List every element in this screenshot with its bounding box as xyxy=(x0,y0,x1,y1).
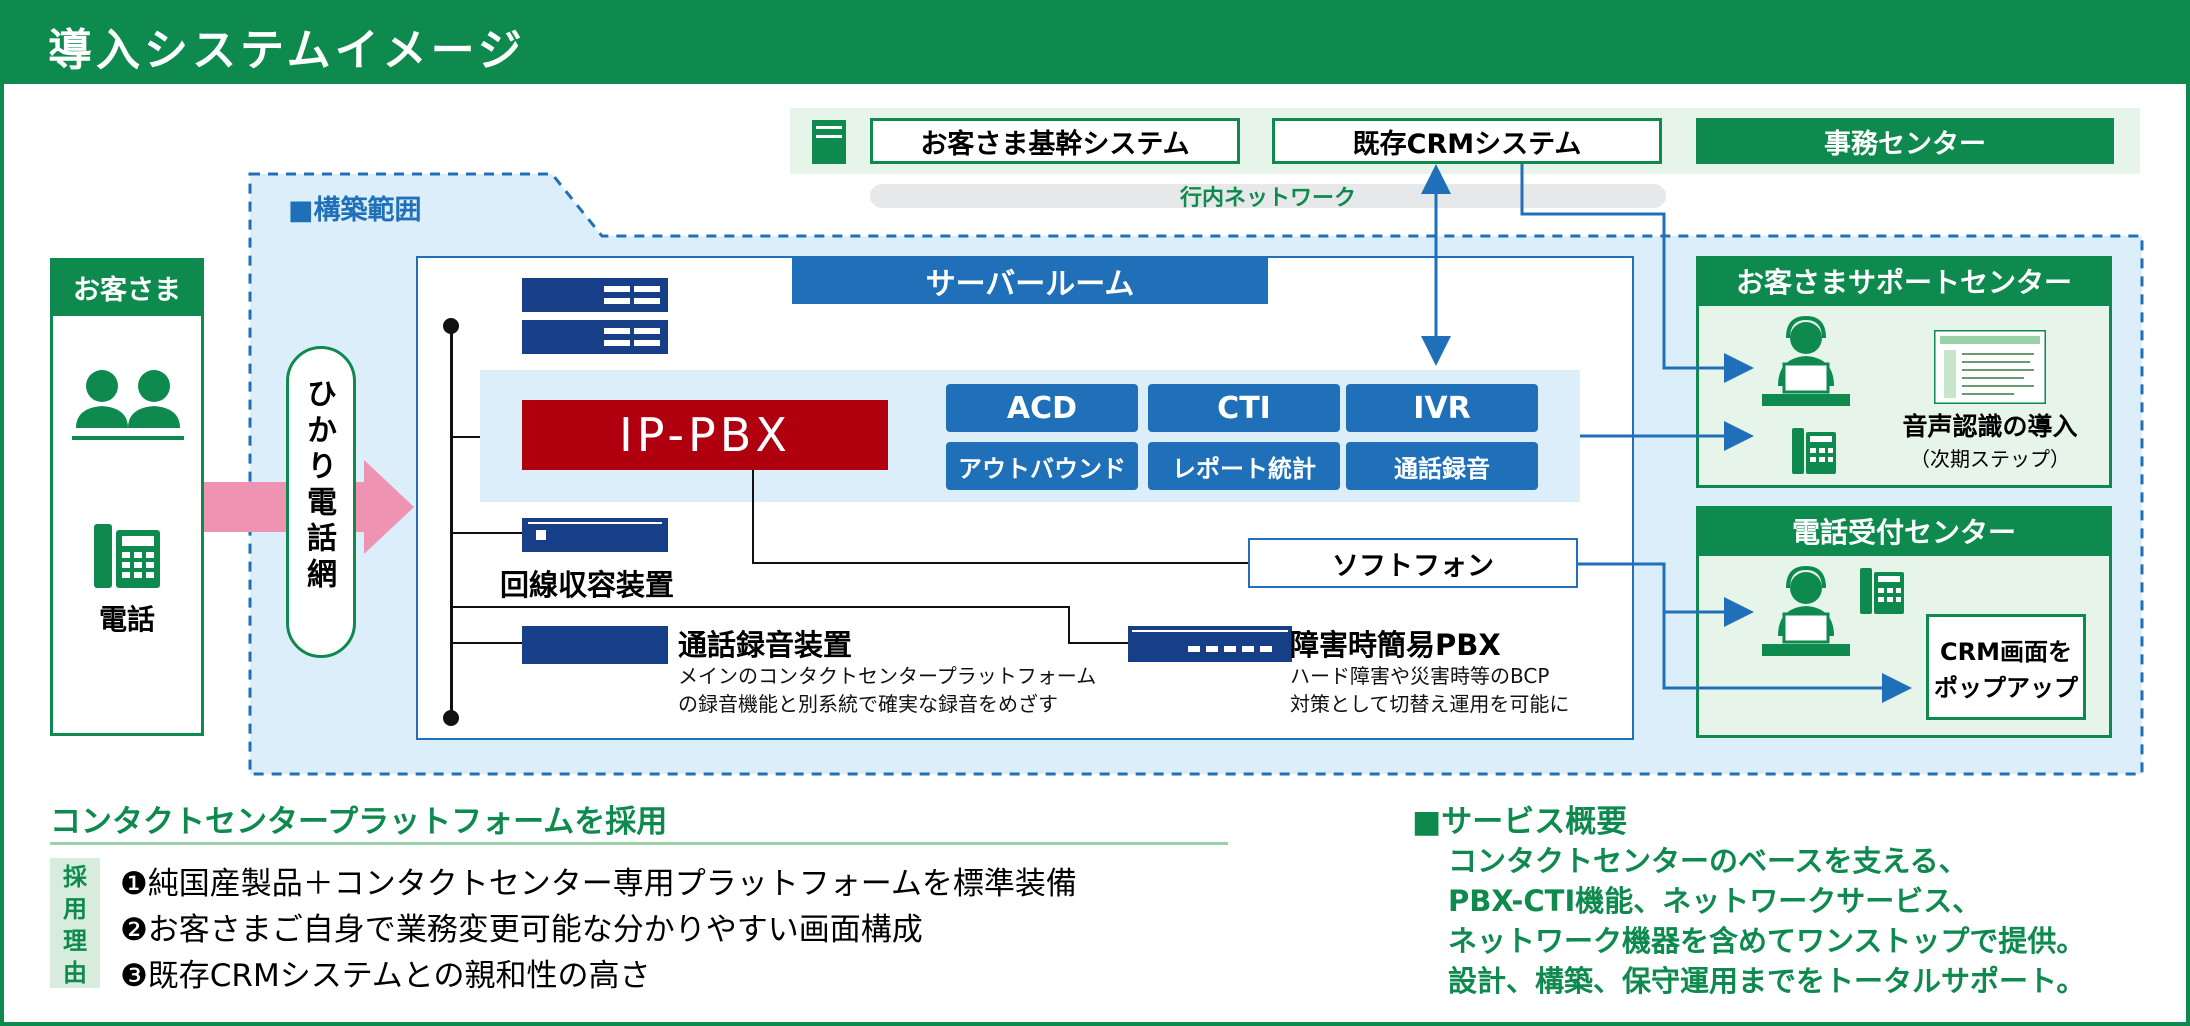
office-center-box: 事務センター xyxy=(1696,118,2114,164)
hikari-label: ひかり電話網 xyxy=(301,378,336,594)
bus-branch-backup-h2 xyxy=(1068,642,1128,644)
hikari-network-pill xyxy=(286,346,356,658)
func-cti: CTI xyxy=(1148,384,1340,432)
header-bar xyxy=(0,0,2190,84)
server-unit-icon xyxy=(522,278,668,354)
server-room-title: サーバールーム xyxy=(792,258,1268,304)
platform-underline xyxy=(50,842,1228,845)
reason-3: ❸既存CRMシステムとの親和性の高さ xyxy=(120,958,651,994)
phone-label: 電話 xyxy=(98,603,155,636)
voice-recognition-note: （次期ステップ） xyxy=(1910,446,2070,471)
bus-dot-top xyxy=(443,318,459,334)
scope-label: ■構築範囲 xyxy=(288,195,422,226)
core-system-box: お客さま基幹システム xyxy=(870,118,1240,164)
recorder-title: 通話録音装置 xyxy=(678,628,853,662)
reason-label: 採 用 理 由 xyxy=(50,858,100,988)
bus-branch-line xyxy=(452,532,522,534)
server-icon xyxy=(812,120,846,164)
backup-pbx-icon xyxy=(1128,626,1292,662)
func-recording: 通話録音 xyxy=(1346,442,1538,490)
softphone-box: ソフトフォン xyxy=(1248,538,1578,588)
support-phone-icon xyxy=(1792,428,1836,474)
reason-char-3: 理 xyxy=(63,926,87,955)
recorder-desc-1: メインのコンタクトセンタープラットフォーム xyxy=(678,664,1097,688)
page-title: 導入システムイメージ xyxy=(48,25,526,76)
bus-dot-bottom xyxy=(443,710,459,726)
func-acd: ACD xyxy=(946,384,1138,432)
ippbx-to-softphone-h xyxy=(752,562,1248,564)
backup-pbx-desc-2: 対策として切替え運用を可能に xyxy=(1290,692,1570,716)
func-outbound: アウトバウンド xyxy=(946,442,1138,490)
bus-line xyxy=(450,326,453,718)
bus-branch-rec xyxy=(452,642,522,644)
func-report: レポート統計 xyxy=(1148,442,1340,490)
line-device-icon xyxy=(522,518,668,552)
network-label-pill: 行内ネットワーク xyxy=(870,184,1666,211)
support-center-title: お客さまサポートセンター xyxy=(1696,256,2112,306)
voice-recognition-label: 音声認識の導入 xyxy=(1902,412,2078,441)
platform-title: コンタクトセンタープラットフォームを採用 xyxy=(50,804,668,840)
func-ivr: IVR xyxy=(1346,384,1538,432)
backup-pbx-title: 障害時簡易PBX xyxy=(1290,628,1501,662)
backup-pbx-desc-1: ハード障害や災害時等のBCP xyxy=(1290,664,1550,688)
reason-char-4: 由 xyxy=(63,958,87,987)
screen-icon xyxy=(1934,330,2046,404)
service-line-4: 設計、構築、保守運用までをトータルサポート。 xyxy=(1448,964,2086,998)
service-line-2: PBX-CTI機能、ネットワークサービス、 xyxy=(1448,884,1982,918)
operator-icon-2 xyxy=(1762,566,1850,656)
reason-2: ❷お客さまご自身で業務変更可能な分かりやすい画面構成 xyxy=(120,912,923,948)
operator-icon xyxy=(1762,316,1850,406)
recorder-icon xyxy=(522,626,668,664)
phone-center-phone-icon xyxy=(1860,568,1904,614)
service-line-3: ネットワーク機器を含めてワンストップで提供。 xyxy=(1448,924,2086,958)
phone-icon xyxy=(94,524,160,588)
ippbx-box: IP-PBX xyxy=(522,400,888,470)
service-line-1: コンタクトセンターのベースを支える、 xyxy=(1448,844,1968,878)
phone-center-title: 電話受付センター xyxy=(1696,506,2112,556)
people-icon xyxy=(72,370,184,440)
crm-popup-line2: ポップアップ xyxy=(1934,673,2078,702)
bus-branch-backup-h1 xyxy=(452,606,1070,608)
crm-system-box: 既存CRMシステム xyxy=(1272,118,1662,164)
ippbx-to-softphone-v xyxy=(752,470,754,562)
crm-popup-box xyxy=(1926,614,2086,720)
reason-char-2: 用 xyxy=(63,894,87,923)
service-title: ■サービス概要 xyxy=(1412,804,1628,840)
line-device-label: 回線収容装置 xyxy=(500,568,675,602)
customer-panel xyxy=(50,258,204,736)
reason-1: ❶純国産製品＋コンタクトセンター専用プラットフォームを標準装備 xyxy=(120,866,1077,902)
reason-char-1: 採 xyxy=(63,862,87,891)
customer-title: お客さま xyxy=(50,258,204,316)
bus-branch-backup-v xyxy=(1068,606,1070,644)
crm-popup-line1: CRM画面を xyxy=(1940,637,2072,666)
recorder-desc-2: の録音機能と別系統で確実な録音をめざす xyxy=(678,692,1058,716)
